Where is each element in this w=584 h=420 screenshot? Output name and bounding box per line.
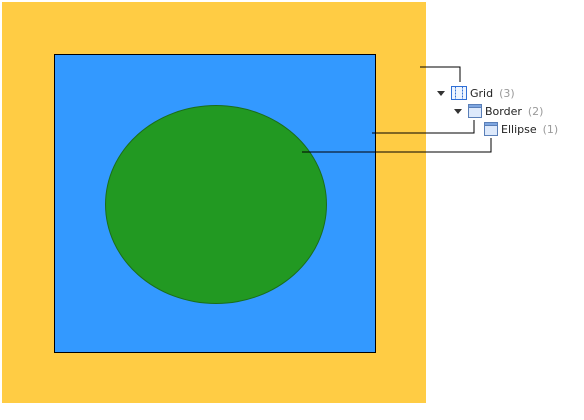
grid-connector-line: [420, 66, 461, 82]
grid-rectangle: [2, 2, 426, 403]
grid-icon: [451, 86, 467, 100]
tree-node-border-label: Border: [485, 104, 522, 118]
tree-node-ellipse-label: Ellipse: [501, 122, 537, 136]
tree-node-border[interactable]: Border (2): [454, 103, 543, 119]
ellipse-connector-line: [302, 138, 492, 153]
border-rectangle: [54, 54, 376, 353]
tree-node-grid-count: (3): [499, 86, 515, 100]
border-icon: [468, 104, 482, 118]
border-connector-line: [372, 120, 475, 134]
ellipse-circle: [105, 105, 327, 304]
tree-node-ellipse[interactable]: Ellipse (1): [484, 121, 558, 137]
tree-node-grid[interactable]: Grid (3): [437, 85, 515, 101]
expand-arrow-icon[interactable]: [437, 90, 445, 96]
tree-node-grid-label: Grid: [470, 86, 494, 100]
ellipse-icon: [484, 122, 498, 136]
tree-node-ellipse-count: (1): [542, 122, 559, 136]
tree-node-border-count: (2): [527, 104, 544, 118]
expand-arrow-icon[interactable]: [454, 108, 462, 114]
